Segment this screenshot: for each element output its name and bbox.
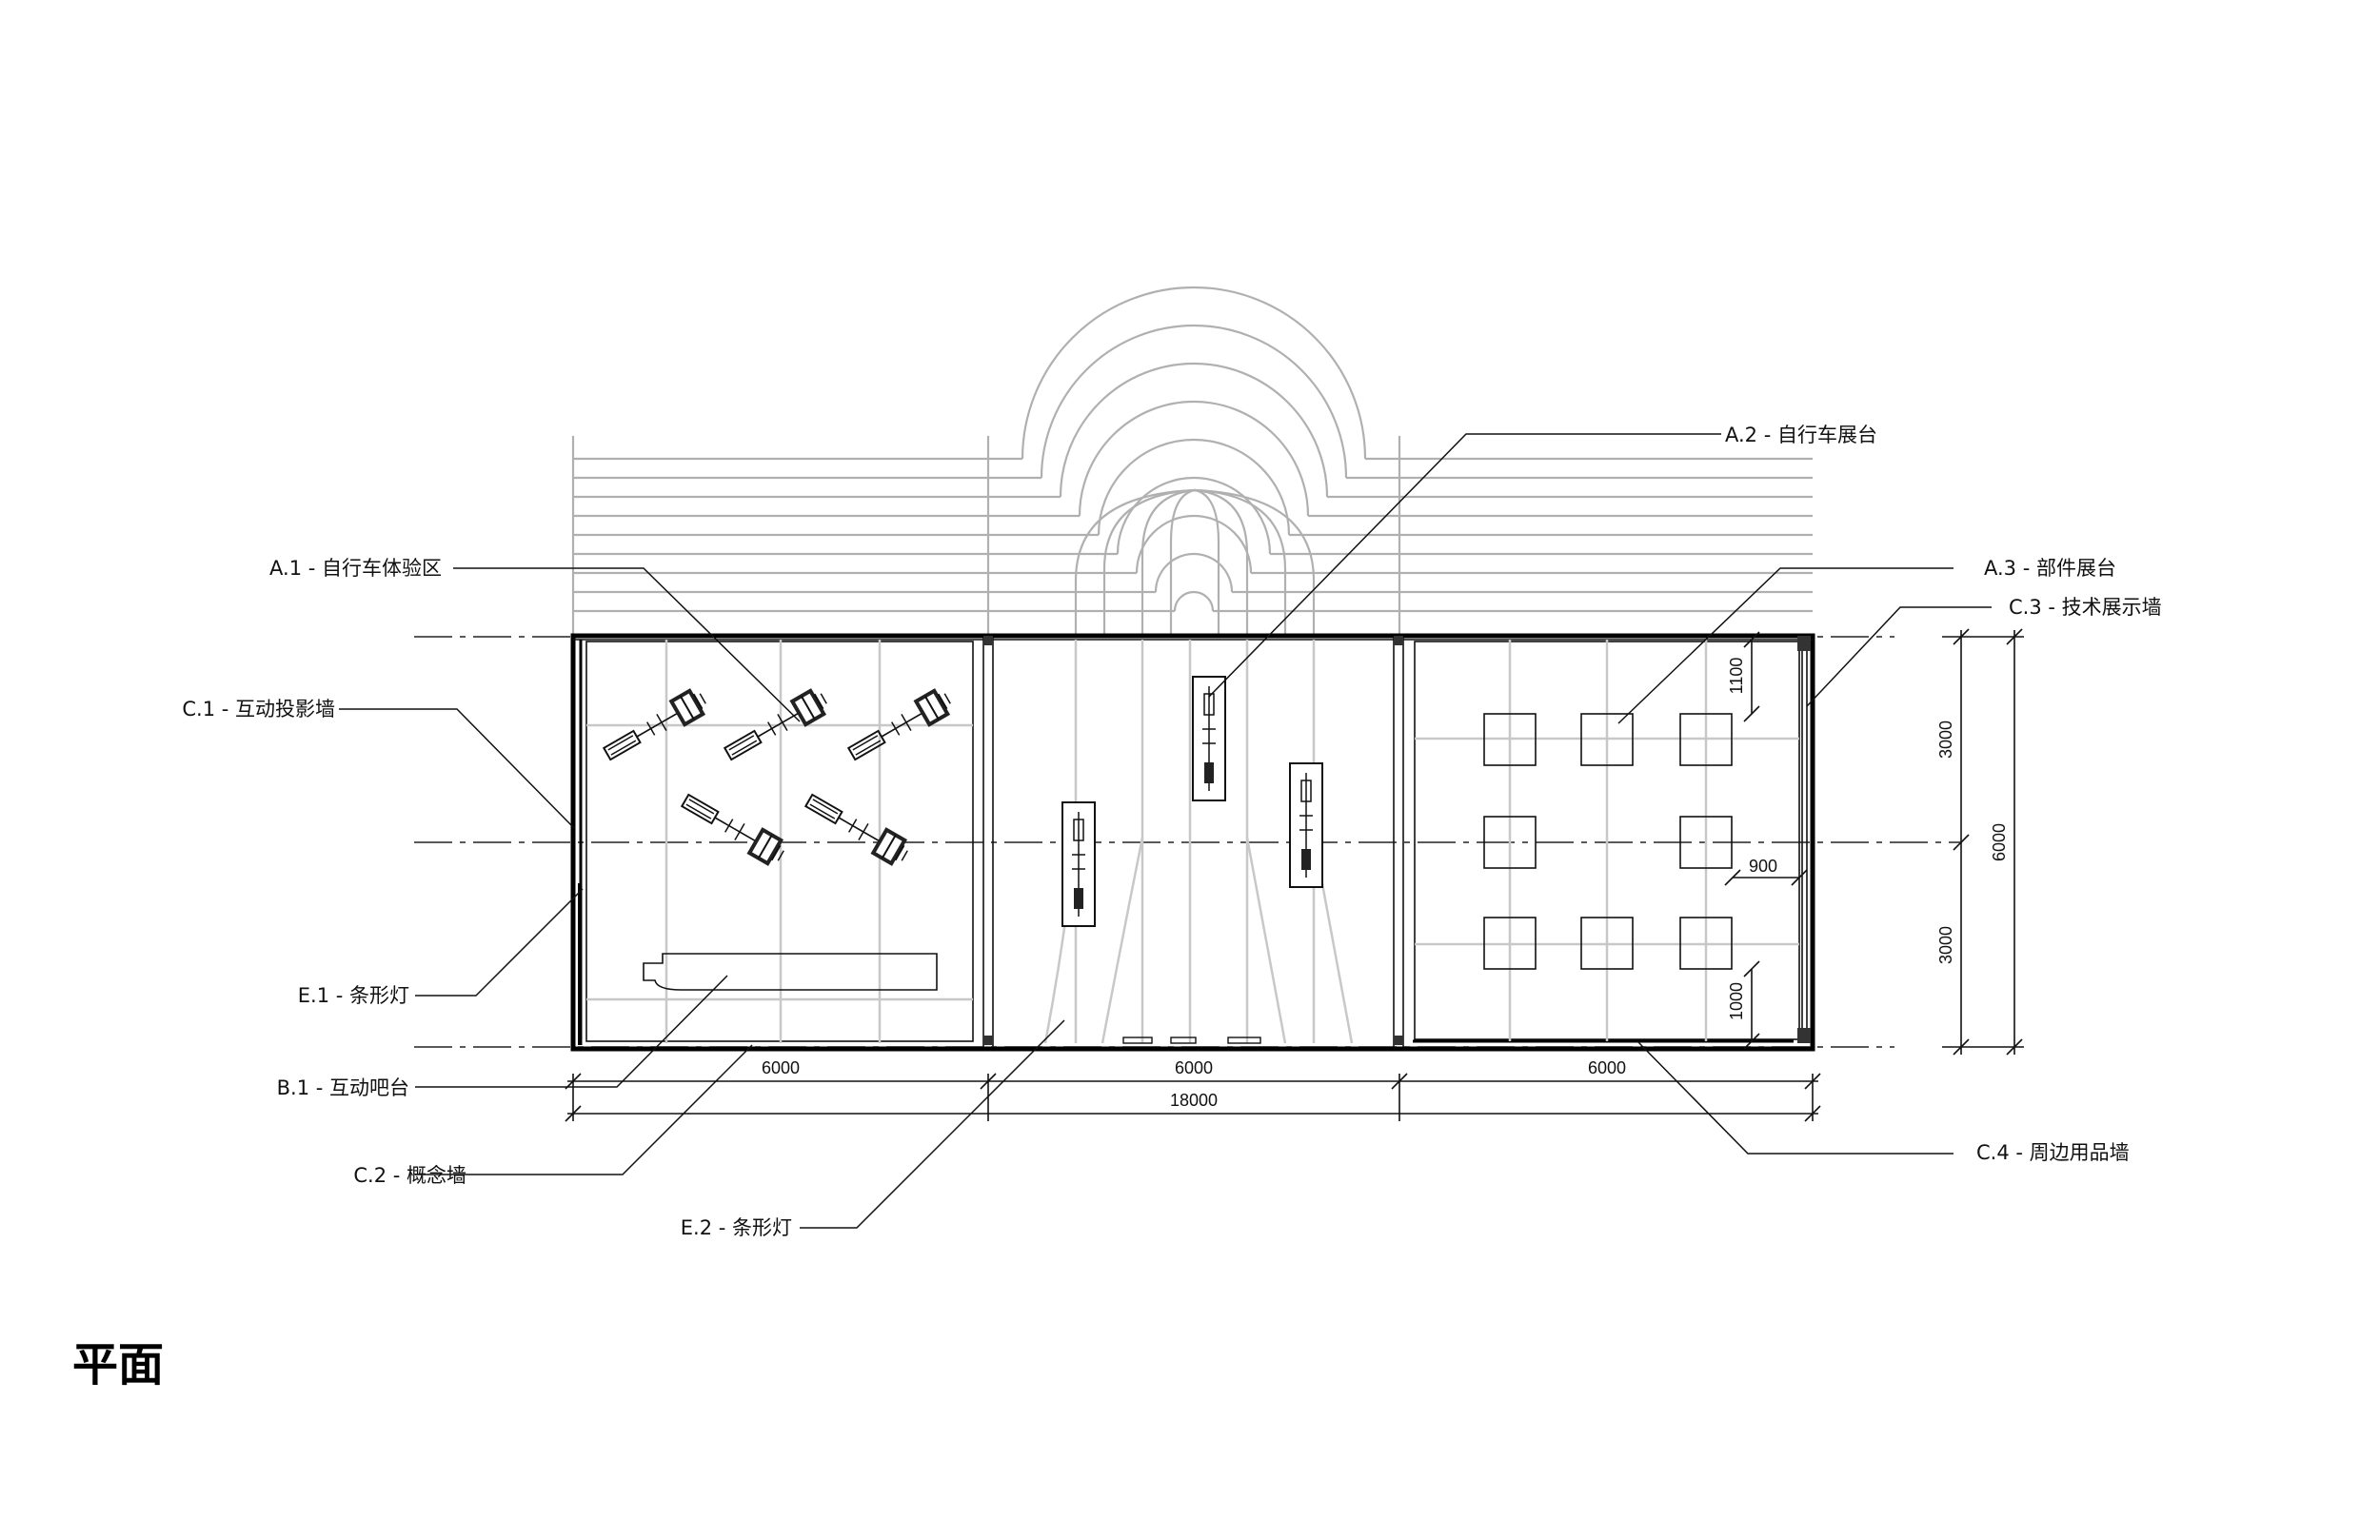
label-c4-merchandise-wall: C.4 - 周边用品墙 bbox=[1976, 1141, 2130, 1164]
label-e1-light-bar: E.1 - 条形灯 bbox=[298, 984, 409, 1007]
dim-gap-bottom: 1000 bbox=[1727, 982, 1746, 1020]
label-c3-tech-wall: C.3 - 技术展示墙 bbox=[2009, 596, 2162, 619]
floor-arch bbox=[1154, 552, 1234, 593]
floor-arch-rib bbox=[1074, 488, 1316, 636]
floor-arch bbox=[1173, 590, 1215, 612]
floor-arch bbox=[1135, 514, 1253, 574]
dim-bay3: 6000 bbox=[1588, 1058, 1626, 1077]
internal-dimensions bbox=[1724, 631, 1808, 1050]
floor-arch-rib bbox=[1169, 488, 1220, 636]
bike-trainer bbox=[800, 786, 914, 870]
dim-gap-side: 900 bbox=[1749, 857, 1777, 876]
bike-trainer bbox=[676, 786, 790, 870]
floor-arch bbox=[1059, 362, 1329, 498]
dim-half-top: 3000 bbox=[1936, 721, 1955, 759]
bay3-floor-grid bbox=[1415, 640, 1799, 1041]
bike-display-stand bbox=[1061, 801, 1096, 927]
dim-gap-top: 1100 bbox=[1727, 658, 1746, 695]
floor-arch bbox=[1040, 324, 1348, 479]
floor-stripe-pattern bbox=[571, 286, 1813, 636]
label-c1-projection-wall: C.1 - 互动投影墙 bbox=[182, 698, 335, 721]
dim-half-bottom: 3000 bbox=[1936, 926, 1955, 964]
dim-bay1: 6000 bbox=[762, 1058, 800, 1077]
dim-bay2: 6000 bbox=[1175, 1058, 1213, 1077]
label-e2-light-bar: E.2 - 条形灯 bbox=[681, 1216, 792, 1239]
dim-total: 18000 bbox=[1170, 1091, 1218, 1110]
bike-experience-zone bbox=[598, 684, 957, 870]
label-a3-parts-display: A.3 - 部件展台 bbox=[1984, 557, 2116, 580]
floor-arch bbox=[1116, 476, 1272, 555]
leader-lines bbox=[339, 433, 1992, 1229]
bike-display-stand bbox=[1192, 676, 1226, 801]
floor-light-bars bbox=[1122, 1037, 1261, 1044]
floor-arch bbox=[1078, 400, 1310, 517]
interactive-bar-counter bbox=[643, 953, 938, 991]
bottom-dimensions bbox=[565, 1073, 1821, 1122]
bike-display-stands bbox=[1061, 676, 1323, 927]
label-a2-bike-display: A.2 - 自行车展台 bbox=[1725, 424, 1877, 446]
dim-depth: 6000 bbox=[1990, 823, 2009, 861]
floor-arch-rib bbox=[1140, 488, 1249, 636]
label-a1-bike-experience-zone: A.1 - 自行车体验区 bbox=[269, 557, 442, 580]
floor-arch bbox=[1097, 438, 1291, 536]
right-dimensions bbox=[1942, 628, 2024, 1056]
parts-display-plinths bbox=[1483, 713, 1733, 970]
floor-arch bbox=[1021, 286, 1367, 460]
bike-display-stand bbox=[1289, 762, 1323, 888]
label-c2-concept-wall: C.2 - 概念墙 bbox=[353, 1164, 466, 1187]
drawing-title: 平面 bbox=[72, 1338, 164, 1392]
label-b1-bar-counter: B.1 - 互动吧台 bbox=[277, 1076, 409, 1099]
